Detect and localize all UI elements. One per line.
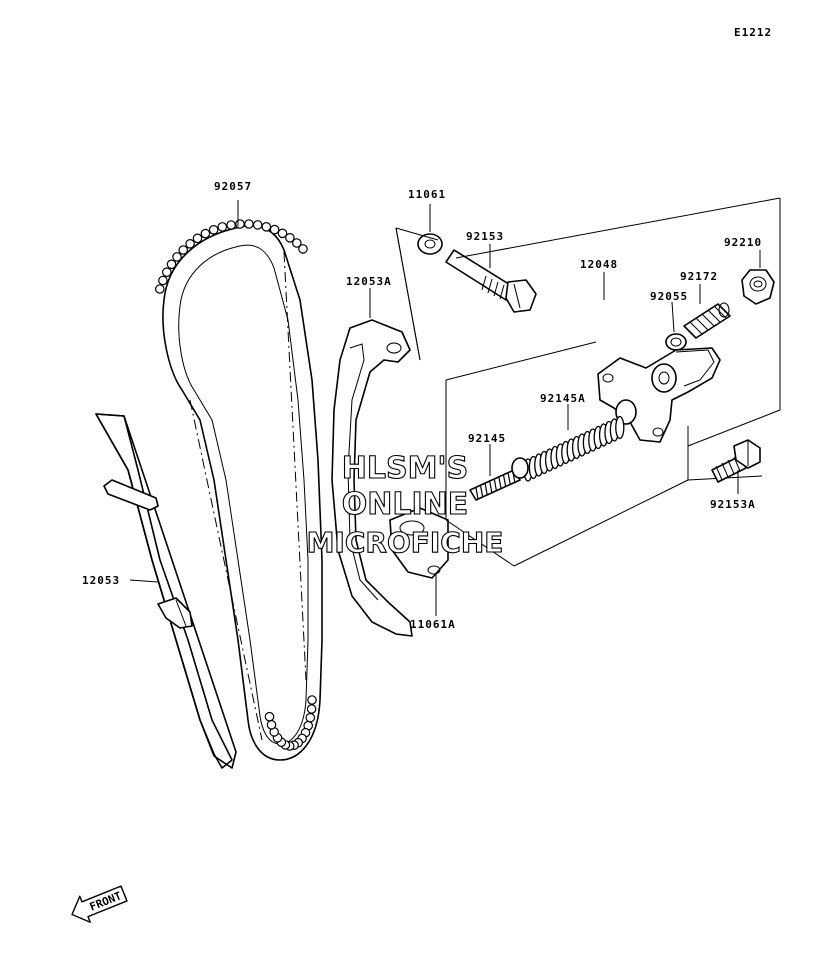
part-label-92145A: 92145A <box>540 392 586 405</box>
spring-coil <box>615 415 625 440</box>
chain-link <box>172 252 182 262</box>
bolt-92153 <box>445 249 537 313</box>
thread-line <box>480 485 484 498</box>
tensioner-assembly-frame <box>395 197 781 567</box>
chain-guide-front <box>95 413 237 769</box>
spring-92145A <box>523 415 625 482</box>
chain-link <box>269 224 280 235</box>
chain-link <box>235 219 245 229</box>
spring-92172 <box>683 302 731 339</box>
part-label-92153: 92153 <box>466 230 504 243</box>
thread-line <box>475 487 479 500</box>
thread-line <box>507 473 511 485</box>
chain-link <box>252 220 263 230</box>
chain-link <box>178 245 188 255</box>
chain-link <box>298 244 308 254</box>
leader-lines <box>129 200 761 616</box>
cam-chain <box>155 219 323 761</box>
chain-link <box>185 239 195 249</box>
chain-link <box>264 711 275 722</box>
thread-line <box>493 479 497 491</box>
chain-link <box>155 284 165 294</box>
watermark-line-2: ONLINE <box>342 487 469 522</box>
part-label-12048: 12048 <box>580 258 618 271</box>
washer-11061 <box>417 233 443 255</box>
thread-line <box>503 475 507 487</box>
chain-link <box>307 695 317 705</box>
part-label-92153A: 92153A <box>710 498 756 511</box>
o-ring-92055 <box>665 333 687 351</box>
chain-link <box>217 222 228 232</box>
diagram-code: E1212 <box>734 26 772 39</box>
thread-line <box>512 471 516 483</box>
part-label-92055: 92055 <box>650 290 688 303</box>
chain-link <box>277 228 288 239</box>
chain-link <box>166 259 177 270</box>
front-arrow: FRONT <box>71 885 128 923</box>
chain-guide-tensioner <box>331 319 449 637</box>
watermark-line-3: MICROFICHE <box>307 526 504 559</box>
thread-line <box>484 483 488 495</box>
chain-link <box>305 712 316 723</box>
chain-link <box>158 275 168 286</box>
thread-line <box>498 477 502 489</box>
chain-link <box>226 220 236 230</box>
chain-link <box>261 222 272 232</box>
part-label-12053A: 12053A <box>346 275 392 288</box>
part-label-12053: 12053 <box>82 574 120 587</box>
chain-link <box>200 228 211 239</box>
chain-link <box>306 704 317 714</box>
bolt-92153A <box>711 439 761 483</box>
chain-link <box>162 267 172 277</box>
chain-link <box>266 719 277 730</box>
part-label-92172: 92172 <box>680 270 718 283</box>
nut-92210 <box>741 269 775 305</box>
rod-92145 <box>469 457 529 501</box>
part-labels: 92057 11061 92153 12053A 12048 92210 921… <box>82 180 762 631</box>
part-label-11061A: 11061A <box>410 618 456 631</box>
part-label-11061: 11061 <box>408 188 446 201</box>
chain-link <box>291 238 302 248</box>
chain-link <box>285 233 295 243</box>
watermark: HLSM'S ONLINE MICROFICHE <box>306 450 504 559</box>
part-label-92057: 92057 <box>214 180 252 193</box>
thread-line <box>489 481 493 493</box>
part-label-92210: 92210 <box>724 236 762 249</box>
watermark-line-1: HLSM'S <box>342 451 468 486</box>
part-label-92145: 92145 <box>468 432 506 445</box>
chain-link <box>244 219 254 229</box>
chain-link <box>192 233 203 244</box>
chain-link <box>208 225 219 235</box>
